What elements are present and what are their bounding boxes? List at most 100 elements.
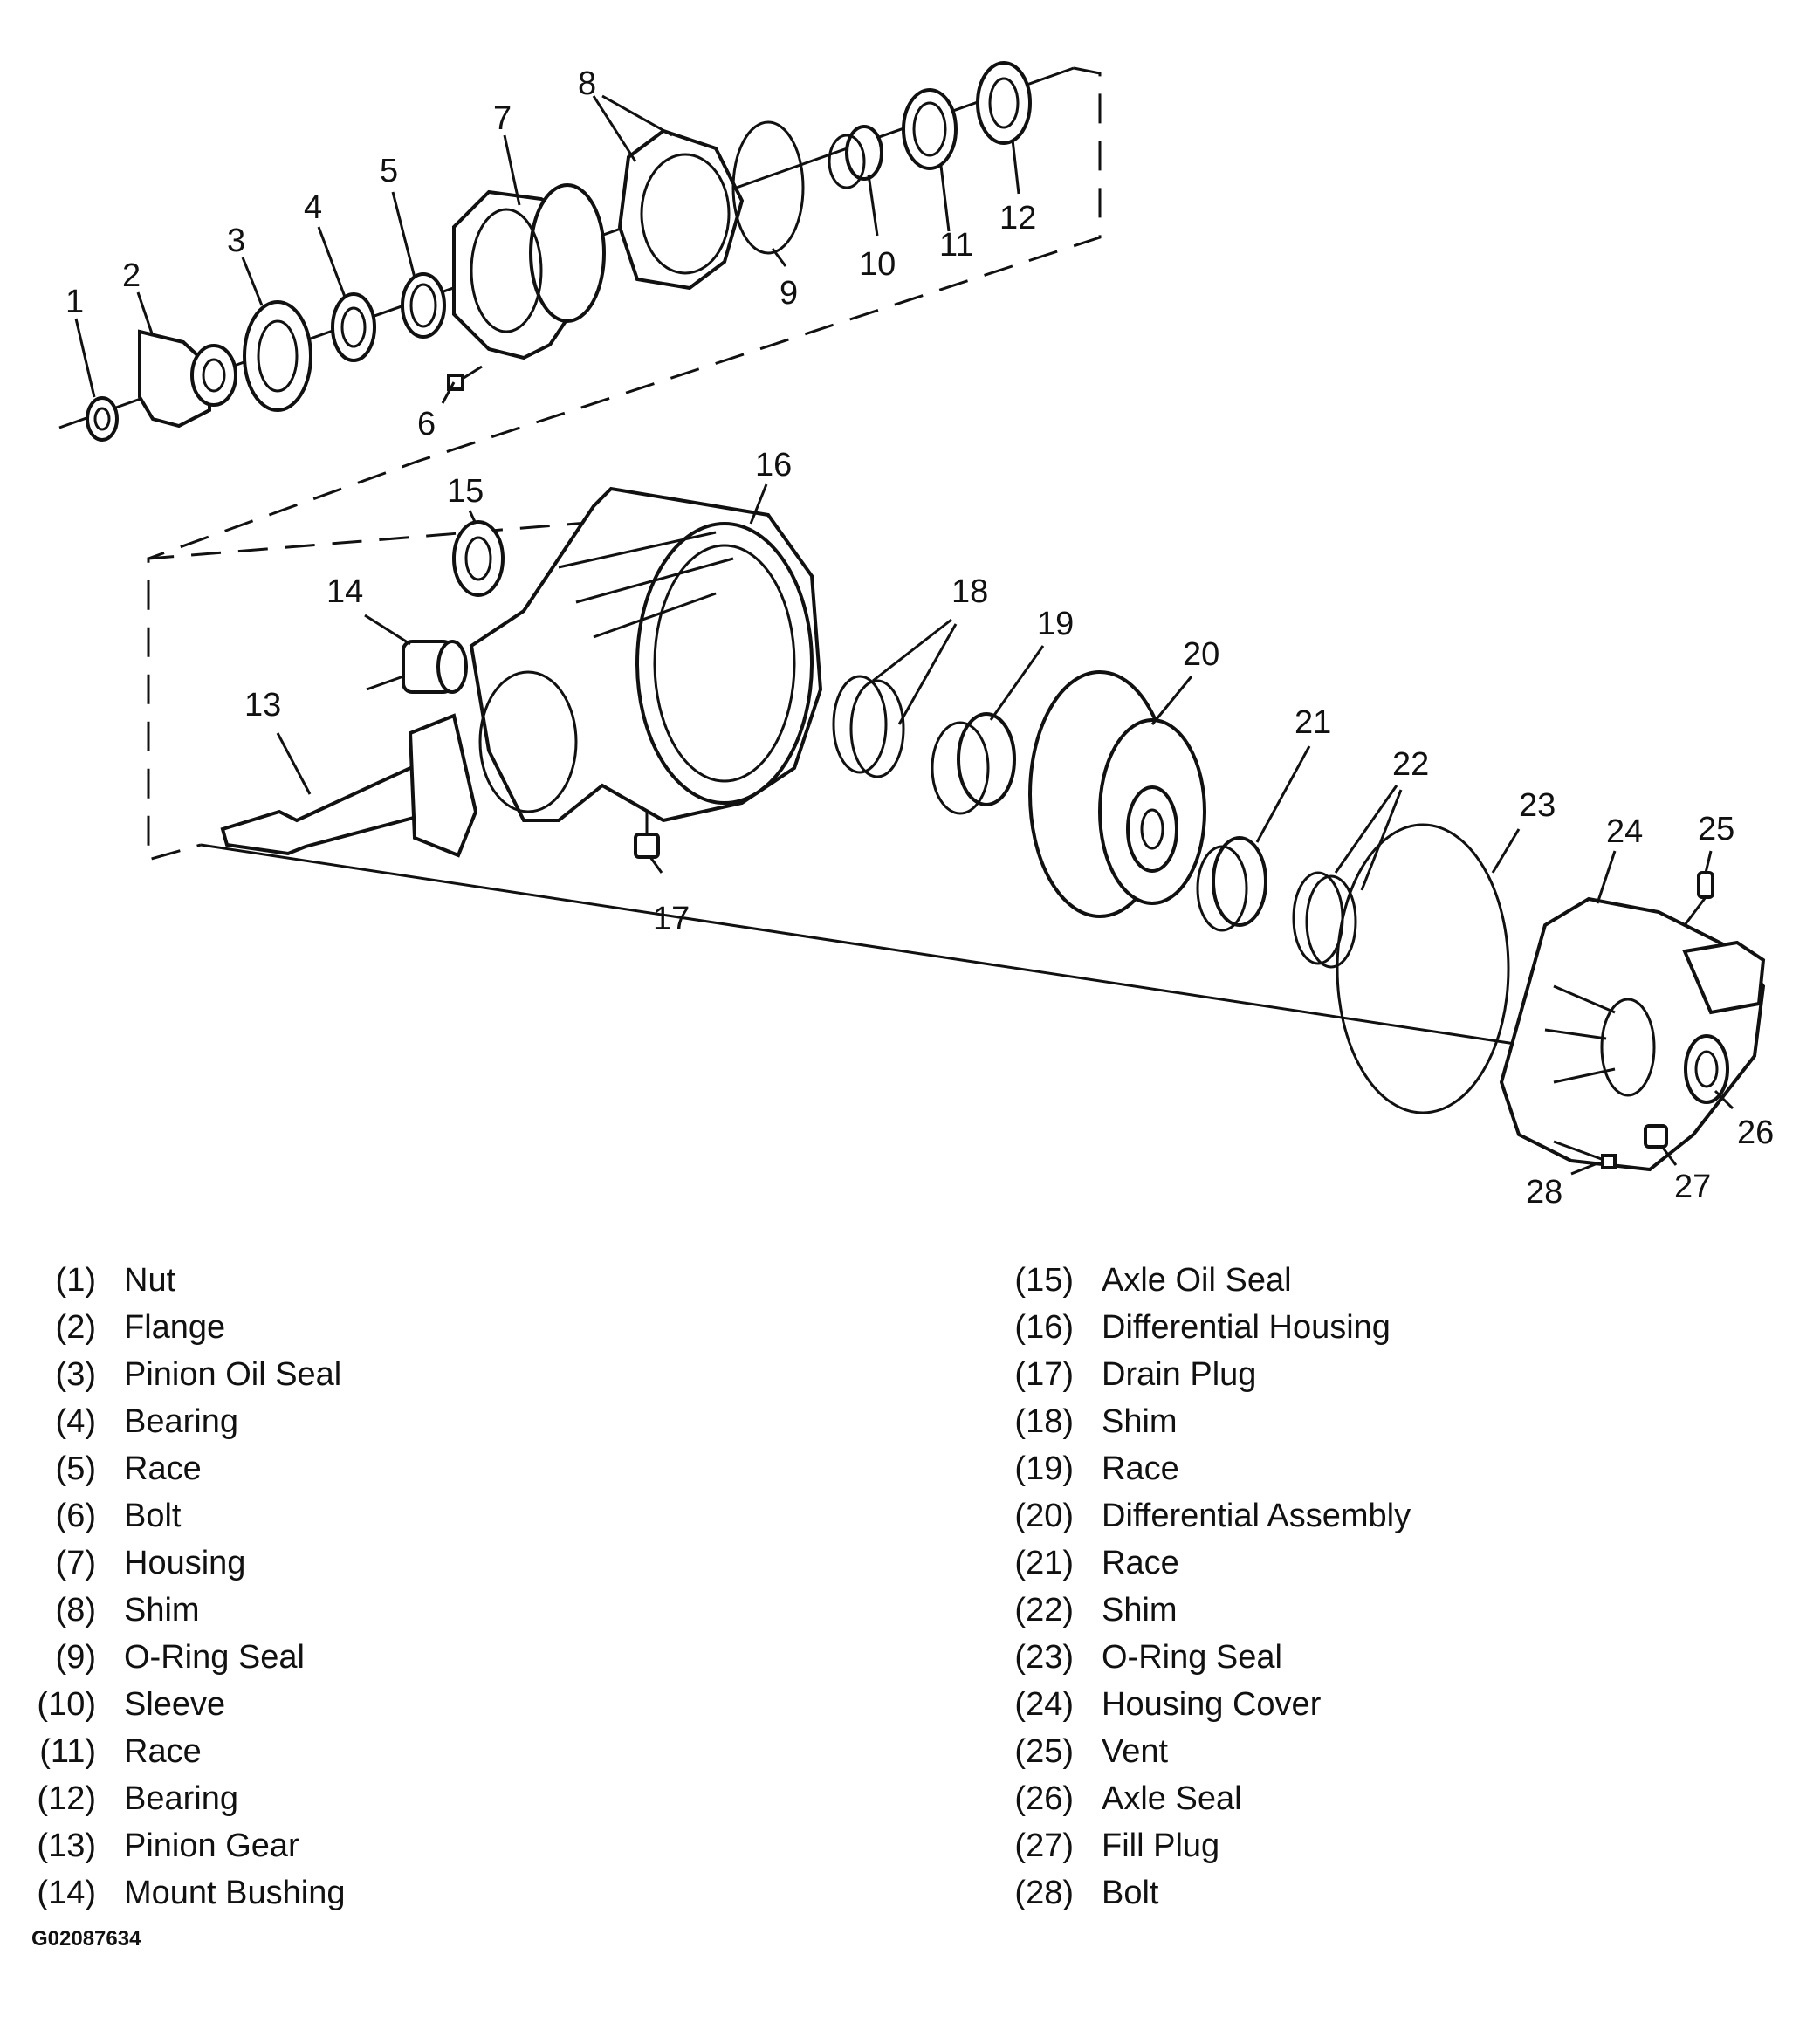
nut-part [86, 396, 119, 442]
axle-seal-part [1684, 1034, 1729, 1104]
callout-4: 4 [304, 189, 322, 226]
race-part-4 [1196, 836, 1267, 932]
callout-28: 28 [1526, 1174, 1562, 1210]
leader-8a [592, 95, 637, 162]
leader-6 [441, 381, 456, 404]
legend-item-name: Flange [124, 1308, 226, 1346]
leader-9 [771, 248, 787, 267]
legend-item-number: (3) [55, 1355, 96, 1393]
leader-27 [1661, 1147, 1678, 1166]
callout-2: 2 [122, 257, 141, 294]
leader-4 [317, 226, 347, 298]
leader-14 [364, 614, 411, 646]
housing-cover-part [1499, 896, 1766, 1172]
callout-5: 5 [380, 153, 398, 189]
legend-item: (13) Pinion Gear [0, 1822, 346, 1869]
lower-axis-line [200, 843, 1712, 1075]
callout-11: 11 [939, 227, 973, 264]
legend-item: (20) Differential Assembly [978, 1492, 1411, 1540]
legend-item-number: (22) [1014, 1591, 1074, 1629]
legend-item-name: Pinion Gear [124, 1827, 299, 1864]
leader-26 [1714, 1089, 1734, 1110]
callout-19: 19 [1037, 606, 1074, 642]
legend-item-number: (18) [1014, 1402, 1074, 1440]
leader-23 [1491, 828, 1521, 874]
differential-housing-part [469, 486, 823, 823]
legend-item-number: (25) [1014, 1732, 1074, 1770]
legend-item-name: Differential Housing [1102, 1308, 1391, 1346]
legend-item-name: Bolt [1102, 1874, 1159, 1911]
callout-23: 23 [1519, 787, 1556, 824]
legend-item: (7) Housing [0, 1540, 346, 1587]
leader-20 [1150, 676, 1193, 725]
race-part-3 [931, 712, 1016, 815]
callout-15: 15 [447, 473, 484, 510]
legend-item: (27)Fill Plug [978, 1822, 1411, 1869]
legend-item: (1)Nut [0, 1257, 346, 1304]
legend-item-number: (20) [1014, 1497, 1074, 1534]
legend-item-number: (17) [1014, 1355, 1074, 1393]
legend-item-name: Fill Plug [1102, 1827, 1220, 1864]
legend-item-name: Race [124, 1450, 202, 1487]
callout-1: 1 [65, 284, 84, 320]
callout-9: 9 [780, 275, 798, 312]
mount-bushing-part [366, 640, 468, 694]
o-ring-seal-part-2 [1336, 823, 1510, 1114]
legend-item-name: Differential Assembly [1102, 1497, 1411, 1534]
legend-item-name: Shim [124, 1591, 200, 1629]
bearing-part-2 [976, 61, 1032, 145]
legend-item: (21)Race [978, 1540, 1411, 1587]
legend-item-number: (8) [55, 1591, 96, 1629]
exploded-diagram: 1 2 3 4 5 6 7 8 9 10 11 12 13 14 15 16 1… [58, 61, 1774, 1210]
pinion-gear-part [220, 713, 478, 858]
callout-14: 14 [326, 573, 363, 610]
legend-item-name: Axle Seal [1102, 1780, 1242, 1817]
legend-item-name: O-Ring Seal [124, 1638, 305, 1676]
legend-item-name: Housing Cover [1102, 1685, 1322, 1723]
legend-item: (5)Race [0, 1445, 346, 1492]
callout-7: 7 [493, 100, 512, 137]
leader-7 [503, 134, 521, 206]
legend-item: (9) O-Ring Seal [0, 1634, 346, 1681]
legend-item-name: Bearing [124, 1780, 238, 1817]
leader-22b [1360, 789, 1403, 891]
legend-item: (15)Axle Oil Seal [978, 1257, 1411, 1304]
axle-oil-seal-part [452, 520, 505, 597]
leader-24 [1596, 850, 1617, 904]
callout-16: 16 [755, 447, 792, 483]
legend-item-name: Axle Oil Seal [1102, 1261, 1292, 1299]
legend-item-number: (19) [1014, 1450, 1074, 1487]
callout-25: 25 [1698, 811, 1734, 847]
callout-3: 3 [227, 223, 245, 259]
legend-item-number: (10) [37, 1685, 96, 1723]
legend-item-number: (24) [1014, 1685, 1074, 1723]
callout-12: 12 [999, 200, 1036, 237]
bolt-part-2 [1553, 1140, 1617, 1169]
legend-item-name: Housing [124, 1544, 246, 1581]
legend-item: (14)Mount Bushing [0, 1869, 345, 1917]
legend-item-number: (13) [37, 1827, 96, 1864]
legend-item: (2)Flange [0, 1304, 346, 1351]
leader-28 [1570, 1162, 1598, 1176]
lower-dashed-boundary [147, 509, 738, 861]
callout-24: 24 [1606, 813, 1643, 850]
legend-item-name: Pinion Oil Seal [124, 1355, 342, 1393]
legend-item-number: (7) [55, 1544, 96, 1581]
legend-item-name: Sleeve [124, 1685, 226, 1723]
leader-16 [749, 483, 768, 525]
legend-item: (12)Bearing [0, 1775, 346, 1822]
leader-11 [939, 165, 951, 232]
legend-item: (22)Shim [978, 1587, 1411, 1634]
callout-17: 17 [653, 901, 690, 937]
figure-code: G02087634 [31, 1927, 141, 1951]
leader-3 [241, 257, 264, 306]
legend-item-number: (21) [1014, 1544, 1074, 1581]
legend-right: (15)Axle Oil Seal(16)Differential Housin… [978, 1257, 1411, 1917]
legend-item-number: (6) [55, 1497, 96, 1534]
legend-item: (24) Housing Cover [978, 1681, 1411, 1728]
legend-item-name: Race [124, 1732, 202, 1770]
callout-20: 20 [1183, 636, 1219, 673]
legend-item: (28)Bolt [978, 1869, 1411, 1917]
legend-item-number: (9) [55, 1638, 96, 1676]
leader-1 [74, 318, 96, 398]
